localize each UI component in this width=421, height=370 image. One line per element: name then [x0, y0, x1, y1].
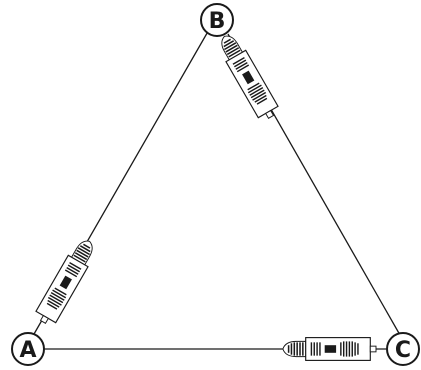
connector-plug-edge-a-c: [283, 338, 376, 361]
connector-plug-edge-a-b: [33, 236, 99, 328]
node-a: A: [12, 333, 44, 365]
node-c: C: [387, 333, 419, 365]
node-b: B: [201, 4, 233, 36]
node-a-label: A: [19, 338, 36, 363]
connector-plug-edge-b-c: [215, 31, 281, 123]
node-c-label: C: [395, 338, 411, 363]
node-b-label: B: [209, 9, 226, 34]
